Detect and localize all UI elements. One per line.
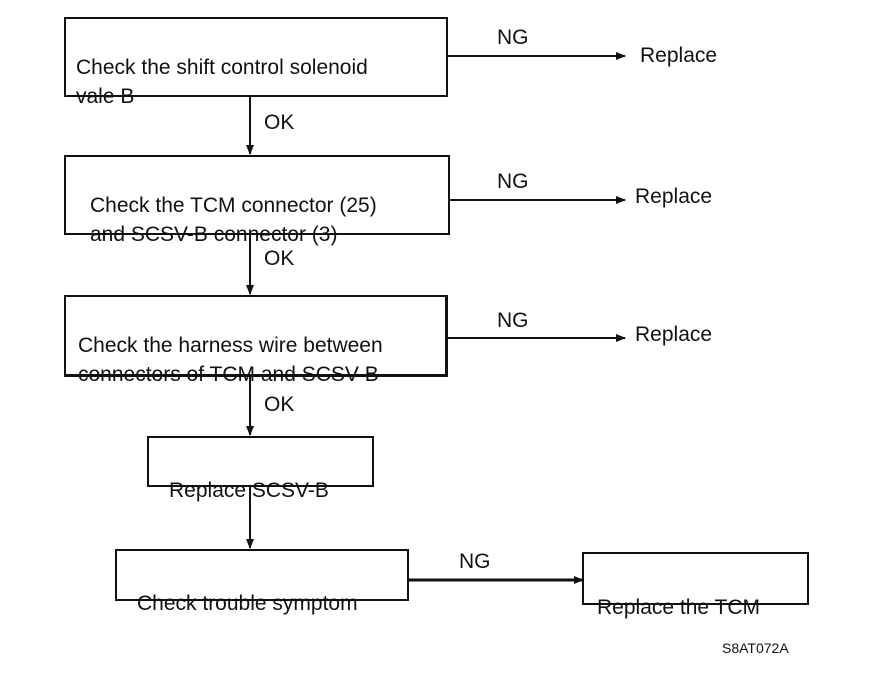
- final-result-box: Replace the TCM: [582, 552, 809, 619]
- step-4-text: Replace SCSV-B: [169, 479, 329, 502]
- step-1-text: Check the shift control solenoid vale B: [76, 56, 368, 108]
- ng-label-2: NG: [497, 170, 529, 193]
- step-3-box: Check the harness wire between connector…: [64, 295, 448, 386]
- step-2-text: Check the TCM connector (25) and SCSV-B …: [90, 194, 377, 246]
- ng-result-2: Replace: [635, 185, 713, 208]
- step-2-box: Check the TCM connector (25) and SCSV-B …: [64, 155, 450, 246]
- ng-result-1: Replace: [640, 44, 718, 67]
- step-1-box: Check the shift control solenoid vale B: [64, 17, 448, 108]
- ng-label-3: NG: [497, 309, 529, 332]
- ng-result-3: Replace: [635, 323, 713, 346]
- ok-label-3: OK: [264, 393, 295, 416]
- figure-code: S8AT072A: [722, 640, 789, 656]
- final-result-text: Replace the TCM: [597, 596, 761, 619]
- step-5-box: Check trouble symptom: [115, 549, 409, 615]
- ok-label-2: OK: [264, 247, 295, 270]
- step-3-text: Check the harness wire between connector…: [78, 334, 383, 386]
- ok-label-1: OK: [264, 111, 295, 134]
- ng-label-5: NG: [459, 550, 491, 573]
- step-4-box: Replace SCSV-B: [147, 436, 374, 502]
- ng-label-1: NG: [497, 26, 529, 49]
- step-5-text: Check trouble symptom: [137, 592, 358, 615]
